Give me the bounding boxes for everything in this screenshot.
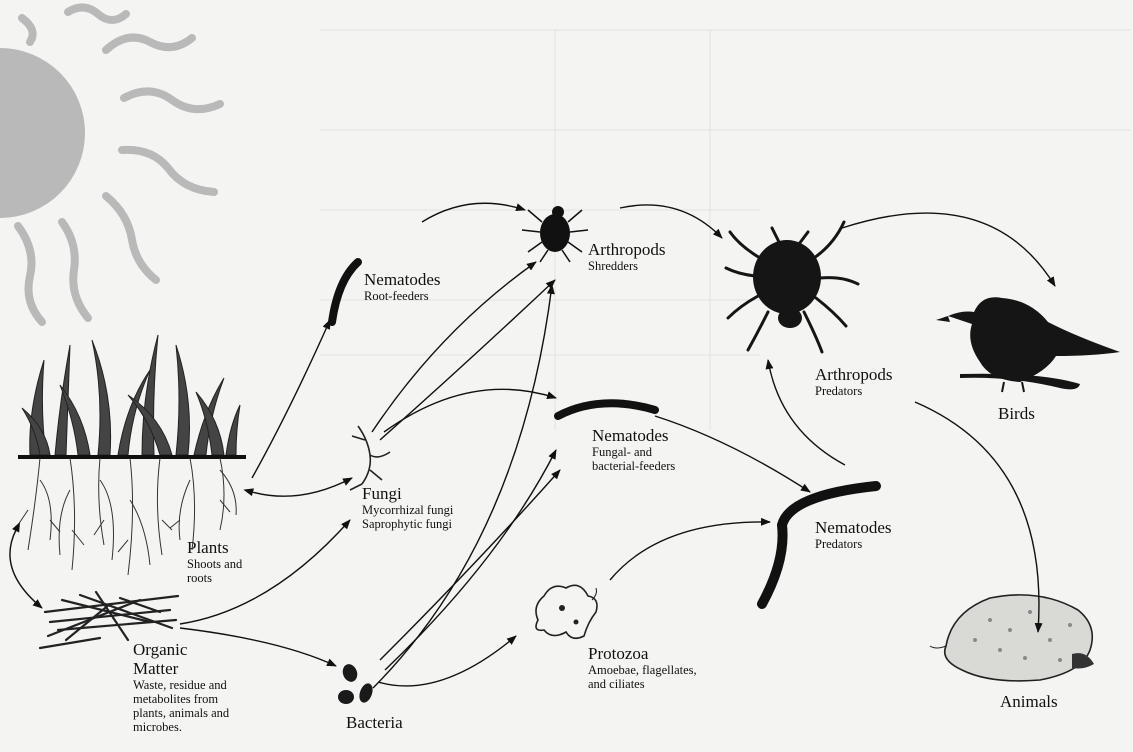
plants-label: Plants Shoots and roots (187, 538, 242, 585)
protozoa-label: Protozoa Amoebae, flagellates, and cilia… (588, 644, 697, 691)
nematode-fungal-feeder-icon (558, 403, 655, 416)
birds-label: Birds (998, 404, 1035, 423)
bacteria-title: Bacteria (346, 713, 403, 732)
nematodes-fungal-title: Nematodes (592, 426, 675, 445)
nematodes-root-feeders-label: Nematodes Root-feeders (364, 270, 440, 303)
nematodes-fungal-subtitle: Fungal- and bacterial-feeders (592, 445, 675, 473)
organic-matter-label: Organic Matter Waste, residue and metabo… (133, 640, 229, 734)
plants-title: Plants (187, 538, 242, 557)
fungi-title: Fungi (362, 484, 453, 503)
plants-subtitle: Shoots and roots (187, 557, 242, 585)
arthropods-shredders-label: Arthropods Shredders (588, 240, 665, 273)
sun-icon (0, 7, 220, 322)
arthropod-predator-icon (726, 222, 858, 352)
nematodes-root-title: Nematodes (364, 270, 440, 289)
arthropods-shredders-title: Arthropods (588, 240, 665, 259)
arthropods-predators-label: Arthropods Predators (815, 365, 892, 398)
nematodes-root-subtitle: Root-feeders (364, 289, 440, 303)
protozoa-icon (536, 585, 597, 638)
arthropods-shredders-subtitle: Shredders (588, 259, 665, 273)
birds-title: Birds (998, 404, 1035, 423)
animals-title: Animals (1000, 692, 1058, 711)
organic-matter-title: Organic Matter (133, 640, 229, 678)
bacteria-icon (338, 662, 375, 704)
organic-matter-subtitle: Waste, residue and metabolites from plan… (133, 678, 229, 734)
nematode-root-feeder-icon (332, 262, 358, 322)
nematodes-fungal-feeders-label: Nematodes Fungal- and bacterial-feeders (592, 426, 675, 473)
nematodes-predators-title: Nematodes (815, 518, 891, 537)
fungi-subtitle: Mycorrhizal fungi Saprophytic fungi (362, 503, 453, 531)
protozoa-subtitle: Amoebae, flagellates, and ciliates (588, 663, 697, 691)
nematodes-predators-label: Nematodes Predators (815, 518, 891, 551)
bird-icon (936, 297, 1120, 392)
arthropods-predators-title: Arthropods (815, 365, 892, 384)
mole-icon (930, 595, 1094, 681)
bacteria-label: Bacteria (346, 713, 403, 732)
arthropods-predators-subtitle: Predators (815, 384, 892, 398)
nematodes-predators-subtitle: Predators (815, 537, 891, 551)
protozoa-title: Protozoa (588, 644, 697, 663)
fungi-label: Fungi Mycorrhizal fungi Saprophytic fung… (362, 484, 453, 531)
animals-label: Animals (1000, 692, 1058, 711)
